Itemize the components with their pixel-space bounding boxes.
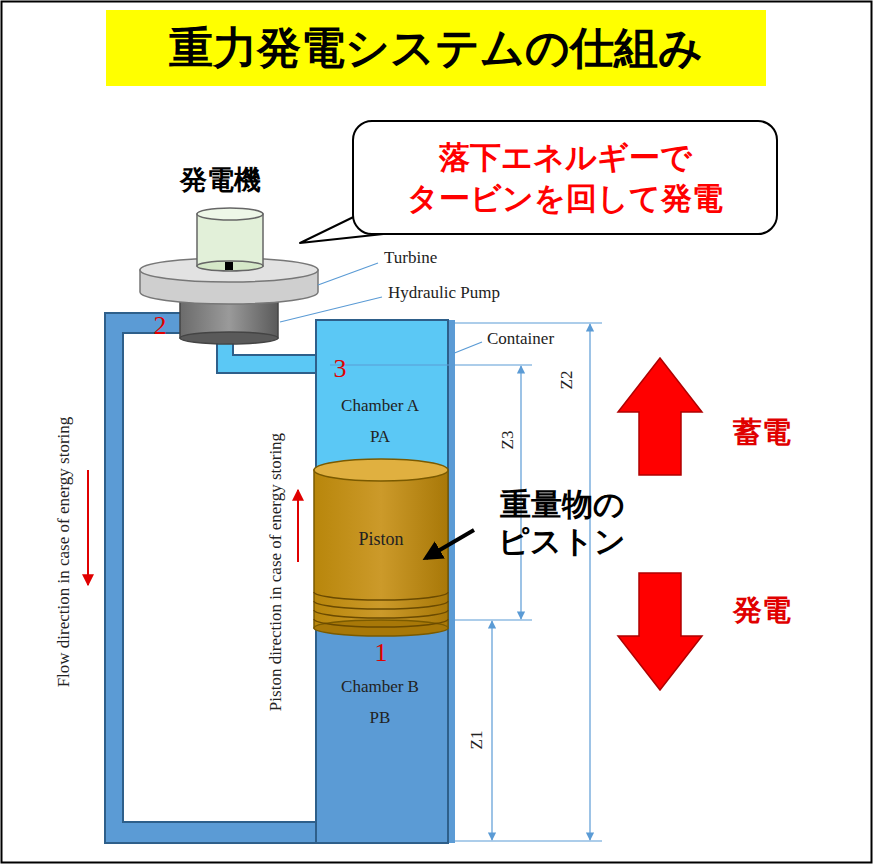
callout-number: 2 — [154, 310, 167, 341]
chamber-b-fluid — [316, 620, 448, 843]
leader-line — [452, 342, 482, 354]
part-label: Container — [487, 329, 554, 349]
dimension-label: Z1 — [467, 731, 487, 750]
label-text: Turbine — [384, 248, 437, 267]
label-text: 2 — [154, 311, 167, 340]
chamber-label: Chamber A — [341, 396, 419, 416]
generator-label: 発電機 — [180, 164, 261, 196]
label-text: 3 — [334, 354, 347, 383]
piston-body — [314, 459, 448, 636]
leader-arrow — [426, 530, 474, 558]
direction-label: Flow direction in case of energy storing — [54, 417, 74, 688]
label-text: Piston direction in case of energy stori… — [266, 433, 285, 711]
label-text: Container — [487, 329, 554, 348]
flow-arrow — [87, 470, 89, 585]
label-text: Z1 — [467, 731, 486, 750]
store-arrow — [618, 358, 702, 475]
chamber-a-fluid — [316, 320, 448, 480]
generator — [140, 208, 318, 344]
label-text: Z2 — [557, 371, 576, 390]
piston-label: 重量物の ピストン — [487, 486, 637, 560]
callout-number: 1 — [375, 637, 388, 668]
label-text: 発電機 — [180, 164, 261, 195]
leader-line — [318, 263, 378, 285]
part-label: Hydraulic Pump — [388, 283, 500, 303]
callout-bubble: 落下エネルギーで タービンを回して発電 — [352, 120, 778, 235]
chamber-label: Chamber B — [341, 677, 419, 697]
container-wall — [449, 320, 455, 843]
pressure-label: PB — [370, 708, 391, 728]
label-text: PB — [370, 708, 391, 727]
dimension-lines — [330, 323, 602, 841]
label-text: PA — [370, 427, 390, 446]
node-text: 落下エネルギーで タービンを回して発電 — [364, 137, 766, 218]
leader-line — [280, 297, 382, 322]
generate-label: 発電 — [733, 593, 791, 628]
label-text: Chamber A — [341, 396, 419, 415]
part-label: Turbine — [384, 248, 437, 268]
label-text: Z3 — [498, 431, 517, 450]
piston-arrow — [297, 490, 299, 562]
label-text: 蓄電 — [733, 415, 791, 449]
label-text: Hydraulic Pump — [388, 283, 500, 302]
direction-label: Piston direction in case of energy stori… — [266, 433, 286, 711]
callout-number: 3 — [334, 353, 347, 384]
label-text: 重量物の ピストン — [498, 486, 626, 559]
title-banner: 重力発電システムの仕組み — [106, 10, 766, 86]
return-pipe — [105, 313, 316, 843]
label-text: 1 — [375, 638, 388, 667]
label-text: Flow direction in case of energy storing — [54, 417, 73, 688]
dimension-label: Z3 — [498, 431, 518, 450]
pressure-label: PA — [370, 427, 390, 447]
label-text: 発電 — [733, 593, 791, 627]
node-text: Piston — [358, 528, 403, 551]
store-label: 蓄電 — [733, 415, 791, 450]
piston-node: Piston — [316, 490, 446, 590]
dimension-label: Z2 — [557, 371, 577, 390]
generate-arrow — [618, 573, 702, 690]
title-text: 重力発電システムの仕組み — [169, 19, 703, 78]
label-text: Chamber B — [341, 677, 419, 696]
